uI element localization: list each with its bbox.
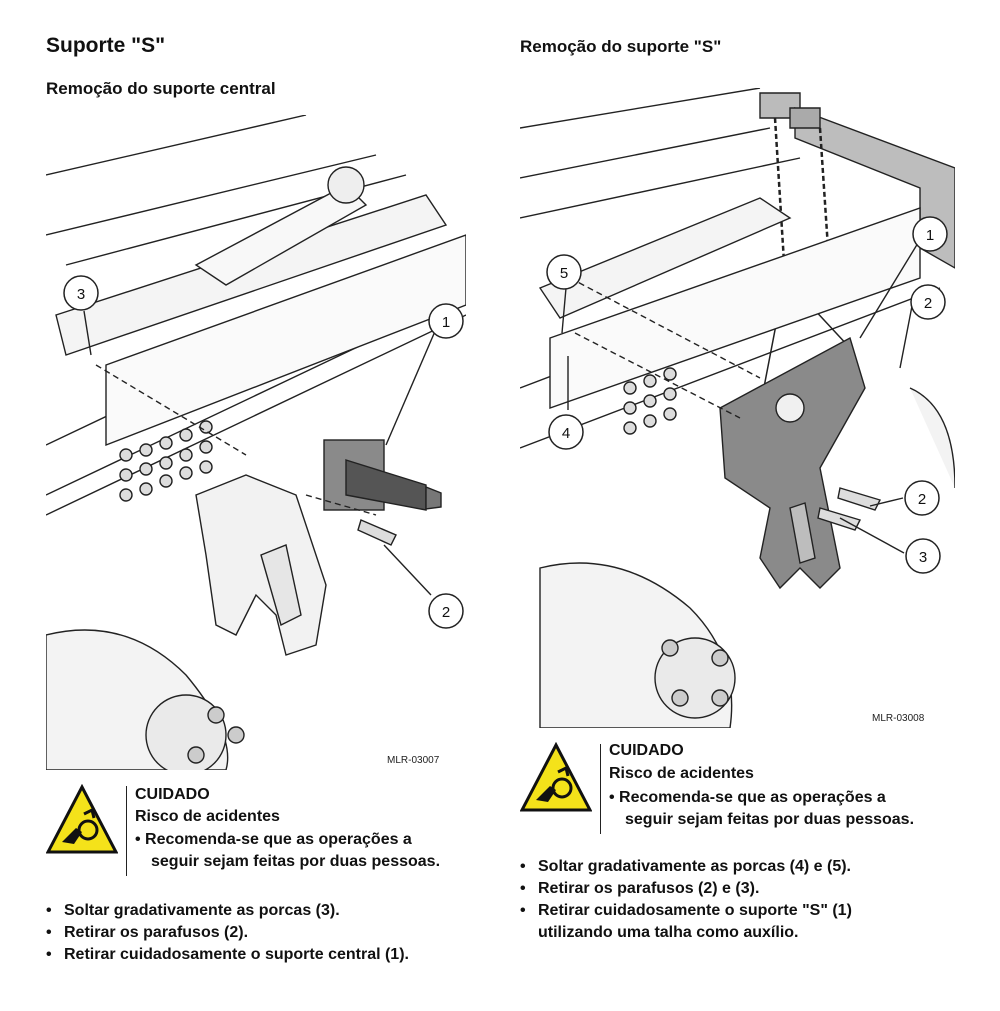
s-support-illustration: 1 2 5 4 2 3 [519,87,956,729]
step-item: Retirar cuidadosamente o suporte central… [46,944,486,966]
callout-3: 3 [905,538,941,574]
steps-list-right: Soltar gradativamente as porcas (4) e (5… [520,856,900,944]
central-support-illustration: 3 1 2 [45,114,467,776]
svg-text:2: 2 [442,604,450,621]
callout-5: 5 [546,254,582,290]
svg-text:1: 1 [442,314,450,331]
figure-id-left: MLR-03007 [387,755,440,766]
callout-1: 1 [428,303,464,339]
steps-list-left: Soltar gradativamente as porcas (3). Ret… [46,900,486,966]
step-item: Retirar os parafusos (2). [46,922,486,944]
caution-bullet-cont: seguir sejam feitas por duas pessoas. [151,853,441,870]
hand-crush-warning-icon [520,742,592,812]
step-item: Soltar gradativamente as porcas (3). [46,900,486,922]
section-title-s-support: Remoção do suporte "S" [520,37,722,56]
callout-2b: 2 [904,480,940,516]
svg-text:2: 2 [924,295,932,312]
callout-4: 4 [548,414,584,450]
caution-box-right: CUIDADO Risco de acidentes • Recomenda-s… [520,742,960,838]
caution-title: CUIDADO [609,742,684,759]
caution-box-left: CUIDADO Risco de acidentes • Recomenda-s… [46,784,476,880]
figure-id-right: MLR-03008 [872,713,925,724]
svg-text:4: 4 [562,425,570,442]
caution-subtitle: Risco de acidentes [135,808,280,825]
caution-subtitle: Risco de acidentes [609,765,754,782]
step-item: Retirar cuidadosamente o suporte "S" (1)… [520,900,900,944]
caution-title: CUIDADO [135,786,210,803]
caution-bullet-cont: seguir sejam feitas por duas pessoas. [625,811,915,828]
callout-2: 2 [428,593,464,629]
svg-text:3: 3 [919,549,927,566]
caution-bullet: • Recomenda-se que as operações a [609,789,886,806]
svg-text:1: 1 [926,227,934,244]
svg-text:5: 5 [560,265,568,282]
page-title: Suporte "S" [46,34,166,57]
figure-central-support: 3 1 2 [45,114,467,776]
svg-text:2: 2 [918,491,926,508]
step-item: Retirar os parafusos (2) e (3). [520,878,900,900]
step-item: Soltar gradativamente as porcas (4) e (5… [520,856,900,878]
caution-bullet: • Recomenda-se que as operações a [135,831,412,848]
callout-1: 1 [912,216,948,252]
figure-s-support: 1 2 5 4 2 3 [519,87,956,729]
callout-2: 2 [910,284,946,320]
svg-text:3: 3 [77,286,85,303]
section-title-central: Remoção do suporte central [46,79,276,98]
hand-crush-warning-icon [46,784,118,854]
callout-3: 3 [63,275,99,311]
